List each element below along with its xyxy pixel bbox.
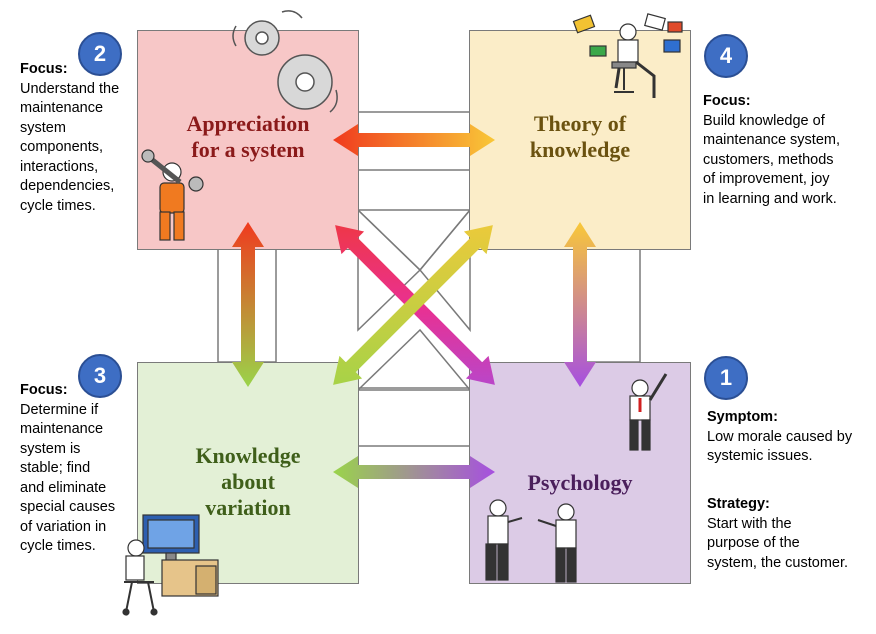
arrow-theory-psychology [564,222,596,387]
badge-4: 4 [704,34,748,78]
badge-2: 2 [78,32,122,76]
note-strategy-body: Start with the purpose of the system, th… [707,515,849,571]
psychology-title: Psychology [470,470,690,496]
note-theory-body: Build knowledge of maintenance system, c… [703,112,841,207]
note-theory: Focus: Build knowledge of maintenance sy… [703,92,873,209]
note-symptom-head: Symptom: [707,409,778,425]
theory-title-line2: knowledge [529,137,631,162]
note-theory-head: Focus: [703,93,751,109]
quadrant-psychology: Psychology [469,362,691,584]
theory-title-line1: Theory of [533,111,627,136]
badge-3: 3 [78,354,122,398]
gears-icon [232,10,338,113]
arrow-appreciation-theory [333,124,495,156]
badge-1: 1 [704,356,748,400]
note-variation: Focus: Determine if maintenance system i… [20,381,135,557]
note-symptom-body: Low morale caused by systemic issues. [707,428,853,465]
variation-title-line3: variation [205,495,291,520]
psychology-title-line1: Psychology [527,470,633,495]
note-appreciation-head: Focus: [20,61,68,77]
note-psychology-symptom: Symptom: Low morale caused by systemic i… [707,408,873,467]
variation-title: Knowledge about variation [138,443,358,521]
appreciation-title-line1: Appreciation [186,111,310,136]
cheering-person-icon [629,373,668,451]
note-appreciation: Focus: Understand the maintenance system… [20,60,135,216]
note-psychology-strategy: Strategy: Start with the purpose of the … [707,495,873,573]
note-appreciation-body: Understand the maintenance system compon… [20,80,120,214]
note-variation-head: Focus: [20,382,68,398]
arrow-appreciation-variation [232,222,264,387]
reader-with-books-icon [572,13,683,98]
arrow-variation-psychology [333,456,495,488]
appreciation-title-line2: for a system [191,137,305,162]
theory-title: Theory of knowledge [470,111,690,163]
two-people-talking-icon [485,499,577,583]
computer-worker-icon [122,514,219,616]
note-variation-body: Determine if maintenance system is stabl… [20,401,116,555]
note-strategy-head: Strategy: [707,496,770,512]
variation-title-line1: Knowledge [195,443,301,468]
mechanic-icon [141,149,204,241]
appreciation-title: Appreciation for a system [138,111,358,163]
arrow-theory-variation [333,225,493,385]
variation-title-line2: about [221,469,275,494]
